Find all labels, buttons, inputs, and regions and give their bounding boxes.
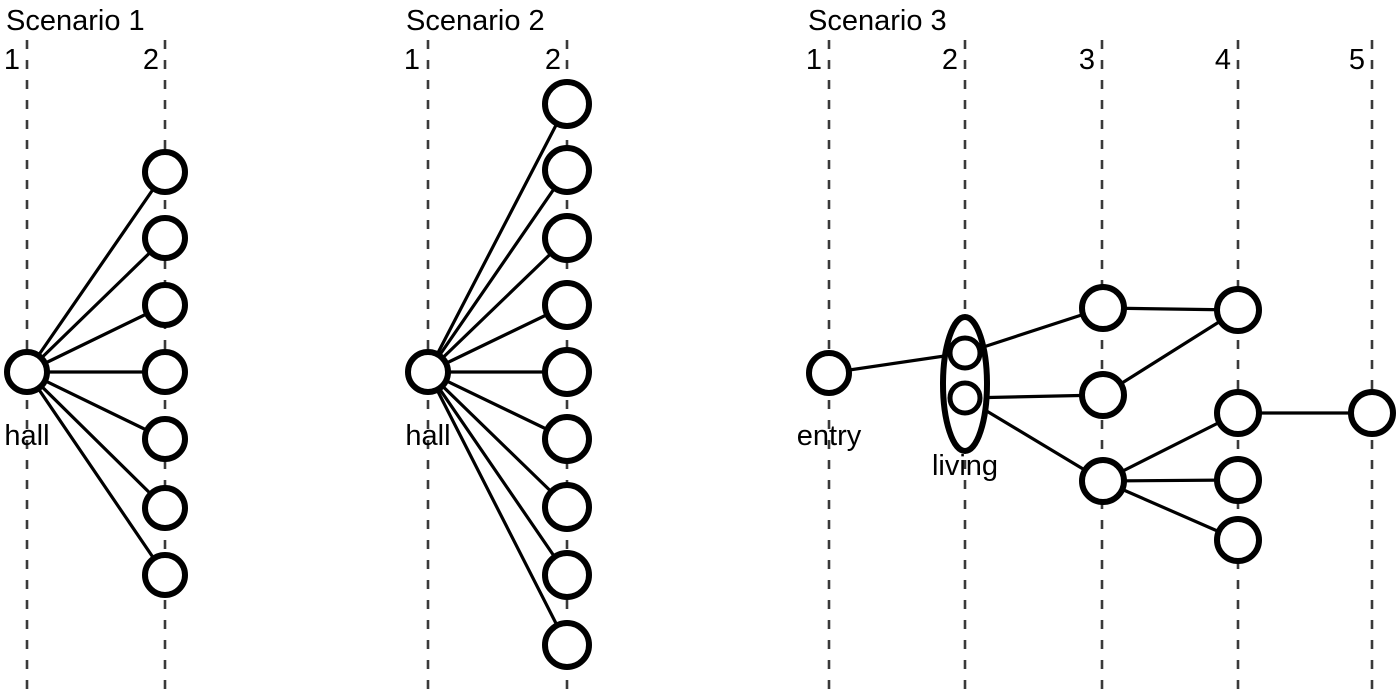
depth-label-3-1: 1	[806, 44, 822, 76]
node-s1-c[interactable]	[142, 282, 188, 328]
node-s3-q4[interactable]	[1214, 516, 1262, 564]
node-s1-a[interactable]	[142, 149, 188, 195]
node-s3-q1[interactable]	[1214, 286, 1262, 334]
edge-s2-hall-to-s2-a	[426, 102, 569, 374]
node-s3-q3[interactable]	[1214, 456, 1262, 504]
edge-s1-hall-to-s1-b	[25, 236, 167, 374]
node-label-s3-entry: entry	[797, 420, 862, 452]
scenario-title-1: Scenario 1	[6, 5, 145, 37]
node-s3-p3[interactable]	[1079, 457, 1127, 505]
depth-label-1-1: 1	[4, 44, 20, 76]
edge-s3-p3-to-s3-q2	[1101, 411, 1240, 483]
node-s1-d[interactable]	[142, 349, 188, 395]
edge-s1-hall-to-s1-f	[25, 370, 167, 510]
node-s3-p2[interactable]	[1079, 371, 1127, 419]
node-s2-i[interactable]	[542, 620, 592, 670]
node-s1-f[interactable]	[142, 485, 188, 531]
edge-s2-hall-to-s2-i	[426, 370, 569, 647]
group-label-s3-living: living	[932, 450, 998, 482]
node-s2-b[interactable]	[542, 145, 592, 195]
edge-s2-hall-to-s2-c	[426, 236, 569, 374]
edge-s2-hall-to-s2-f	[426, 370, 569, 441]
node-s2-f[interactable]	[542, 414, 592, 464]
scenario-group-3: living entry 1 2 3 4 5 Scenario 3	[797, 5, 1396, 689]
node-s1-e[interactable]	[142, 416, 188, 462]
edge-s1-hall-to-s1-e	[25, 370, 167, 441]
edge-s1-hall-to-s1-g	[25, 370, 167, 577]
node-s2-d[interactable]	[542, 280, 592, 330]
node-s2-hall[interactable]	[405, 349, 451, 395]
depth-label-3-2: 2	[942, 44, 958, 76]
node-s2-e[interactable]	[542, 347, 592, 397]
node-s2-c[interactable]	[542, 213, 592, 263]
scenario-title-3: Scenario 3	[808, 5, 947, 37]
node-label-s2-hall: hall	[405, 420, 450, 452]
node-label-s1-hall: hall	[4, 420, 49, 452]
node-s2-g[interactable]	[542, 482, 592, 532]
edge-s2-hall-to-s2-d	[426, 303, 569, 374]
scenario-title-2: Scenario 2	[406, 5, 545, 37]
scenario-group-1: hall 1 2 Scenario 1	[4, 5, 188, 689]
node-s1-hall[interactable]	[4, 349, 50, 395]
node-s2-a[interactable]	[542, 79, 592, 129]
depth-label-1-2: 2	[143, 44, 159, 76]
edge-s3-living-top-to-s3-p1	[963, 306, 1105, 355]
node-s3-entry[interactable]	[806, 350, 852, 396]
depth-label-2-2: 2	[545, 44, 561, 76]
node-s1-g[interactable]	[142, 552, 188, 598]
sub-node-s3-living-bottom[interactable]	[947, 380, 983, 416]
node-s3-q2[interactable]	[1214, 389, 1262, 437]
node-s1-b[interactable]	[142, 215, 188, 261]
edge-s3-p3-to-s3-q4	[1101, 479, 1240, 542]
node-s2-h[interactable]	[542, 550, 592, 600]
depth-label-3-4: 4	[1215, 44, 1231, 76]
edge-s3-p2-to-s3-q1	[1101, 308, 1240, 397]
node-s3-p1[interactable]	[1079, 284, 1127, 332]
edge-s2-hall-to-s2-g	[426, 370, 569, 509]
depth-label-3-3: 3	[1079, 44, 1095, 76]
depth-label-2-1: 1	[404, 44, 420, 76]
depth-label-3-5: 5	[1349, 44, 1365, 76]
edge-s1-hall-to-s1-c	[25, 303, 167, 374]
edge-s2-hall-to-s2-b	[426, 168, 569, 374]
edge-s2-hall-to-s2-h	[426, 370, 569, 577]
node-s3-r1[interactable]	[1348, 389, 1396, 437]
edge-s1-hall-to-s1-a	[25, 170, 167, 374]
sub-node-s3-living-top[interactable]	[947, 335, 983, 371]
